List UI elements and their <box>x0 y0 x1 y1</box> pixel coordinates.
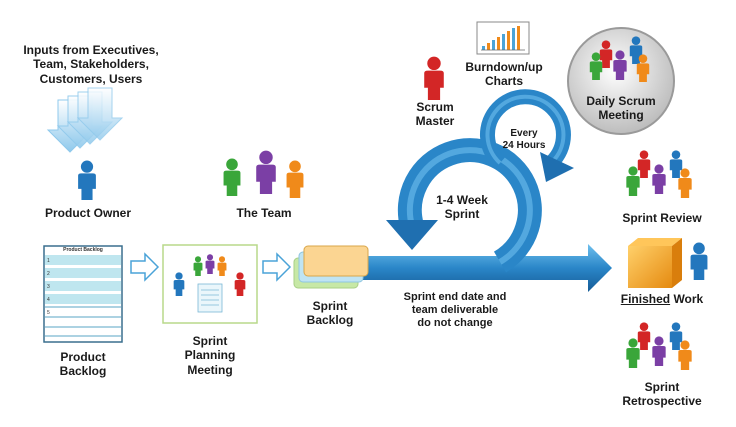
team-label: The Team <box>236 206 292 220</box>
burndown-bar <box>487 43 490 50</box>
inputs-line-1: Inputs from Executives, <box>23 43 159 57</box>
sprint-review-label: Sprint Review <box>622 211 702 225</box>
team-person-green <box>223 158 241 196</box>
team-person-purple <box>256 150 276 194</box>
retro-person-green <box>626 338 640 368</box>
sprint-cycle-label: 1-4 Week Sprint <box>436 193 488 222</box>
review-person-purple <box>652 164 666 194</box>
finished-rest: Work <box>670 292 704 306</box>
finished-work-label: Finished Work <box>602 292 722 306</box>
scrum-master-icon <box>424 56 444 100</box>
sprint-planning-label: Sprint Planning Meeting <box>184 334 236 377</box>
review-person-green <box>626 166 640 196</box>
inputs-line-3: Customers, Users <box>39 71 143 86</box>
finished-underlined: Finished <box>620 292 671 306</box>
burndown-bar <box>517 26 520 50</box>
finished-person-blue <box>690 242 708 280</box>
daily-scrum-label: Daily Scrum Meeting <box>586 94 656 123</box>
arrow-backlog-to-planning <box>130 252 160 282</box>
review-person-red <box>637 150 651 178</box>
sprint-retrospective-label: Sprint Retrospective <box>622 380 702 409</box>
inputs-label: Inputs from Executives, Team, Stakeholde… <box>0 43 182 86</box>
product-owner-label: Product Owner <box>44 206 131 220</box>
inputs-arrows <box>46 87 124 153</box>
finished-work-box <box>628 238 682 288</box>
sprint-arrow <box>360 244 612 292</box>
product-owner-icon <box>78 160 96 200</box>
scrum-master-label: Scrum Master <box>415 100 455 129</box>
review-person-blue <box>669 150 683 178</box>
burndown-bar <box>497 37 500 50</box>
burndown-bar <box>482 46 485 50</box>
burndown-chart-icon <box>476 21 530 55</box>
retro-person-blue <box>669 322 683 350</box>
product-backlog-list <box>43 245 123 343</box>
review-person-orange <box>678 168 692 198</box>
burndown-bar <box>507 31 510 50</box>
burndown-label: Burndown/up Charts <box>465 60 543 89</box>
sprint-cycle-arrowhead <box>386 220 438 250</box>
retro-person-purple <box>652 336 666 366</box>
product-backlog-header: Product Backlog <box>63 247 103 253</box>
retro-person-red <box>637 322 651 350</box>
burndown-bar <box>502 34 505 50</box>
sprint-note-label: Sprint end date and team deliverable do … <box>403 291 507 330</box>
every-24-hours-label: Every 24 Hours <box>502 128 546 151</box>
daily-loop-arrowhead <box>540 152 574 182</box>
arrow-planning-to-sprint-backlog <box>262 252 292 282</box>
burndown-bar <box>512 28 515 50</box>
inputs-line-2: Team, Stakeholders, <box>33 57 149 72</box>
retro-person-orange <box>678 340 692 370</box>
product-backlog-label: Product Backlog <box>59 350 107 379</box>
product-backlog-numbers: 1 2 3 4 5 <box>47 258 50 316</box>
sprint-backlog-label: Sprint Backlog <box>306 299 354 328</box>
team-person-orange <box>286 160 304 198</box>
burndown-bar <box>492 40 495 50</box>
sprint-backlog-cards <box>293 245 369 289</box>
